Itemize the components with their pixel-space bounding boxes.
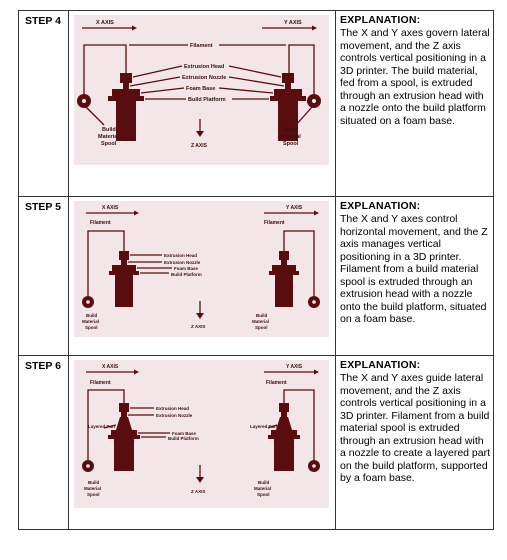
filament-label: Filament — [90, 220, 111, 226]
spool-label-line1: Build — [284, 127, 298, 133]
extrusion-nozzle-label: Extrusion Nozzle — [164, 260, 201, 265]
extrusion-nozzle-label: Extrusion Nozzle — [156, 413, 193, 418]
filament-label: Filament — [190, 43, 213, 49]
printer-diagram-step6: X AXIS Y AXIS Filament Filament — [74, 360, 329, 508]
x-axis-label: X AXIS — [96, 20, 114, 26]
x-axis-label: X AXIS — [102, 205, 119, 211]
spool-label-line2: Material — [98, 134, 119, 140]
layered-part-label: Layered Part — [250, 424, 278, 429]
filament-label: Filament — [266, 380, 287, 386]
spool-label-line1: Build — [256, 313, 267, 318]
step-row-4: STEP 4 X AXIS Y AXIS Filament — [18, 10, 494, 197]
steps-table: STEP 4 X AXIS Y AXIS Filament — [18, 10, 494, 530]
explanation-title: EXPLANATION: — [340, 200, 421, 212]
foam-base-label: Foam Base — [186, 86, 215, 92]
explanation-title: EXPLANATION: — [340, 359, 421, 371]
explanation-title: EXPLANATION: — [340, 14, 421, 26]
spool-label-line1: Build — [258, 480, 269, 485]
spool-label-line2: Material — [280, 134, 301, 140]
explanation-text: The X and Y axes govern lateral movement… — [340, 27, 490, 127]
x-axis-label: X AXIS — [102, 364, 119, 370]
spool-label-line2: Material — [252, 319, 269, 324]
extrusion-head-label: Extrusion Head — [164, 253, 197, 258]
y-axis-label: Y AXIS — [284, 20, 302, 26]
step-label: STEP 4 — [25, 15, 61, 27]
step-label: STEP 6 — [25, 360, 61, 372]
spool-label-line3: Spool — [101, 141, 117, 147]
build-platform-label: Build Platform — [168, 436, 199, 441]
explanation-text: The X and Y axes guide lateral movement,… — [340, 372, 491, 484]
build-platform-label: Build Platform — [188, 97, 226, 103]
extrusion-nozzle-label: Extrusion Nozzle — [182, 75, 226, 81]
spool-label-line3: Spool — [87, 492, 100, 497]
z-axis-label: Z AXIS — [191, 489, 205, 494]
printer-diagram-step4: X AXIS Y AXIS Filament — [74, 15, 329, 165]
extrusion-head-label: Extrusion Head — [156, 406, 189, 411]
filament-label: Filament — [90, 380, 111, 386]
spool-label-line3: Spool — [257, 492, 270, 497]
spool-label-line2: Material — [84, 486, 101, 491]
foam-base-label: Foam Base — [174, 266, 199, 271]
filament-label: Filament — [264, 220, 285, 226]
step-row-5: STEP 5 X AXIS Y AXIS Filament Filament — [18, 196, 494, 356]
extrusion-head-label: Extrusion Head — [184, 64, 224, 70]
spool-label-line1: Build — [102, 127, 116, 133]
z-axis-label: Z AXIS — [191, 143, 208, 149]
y-axis-label: Y AXIS — [286, 205, 303, 211]
spool-label-line2: Material — [82, 319, 99, 324]
step-label: STEP 5 — [25, 201, 61, 213]
explanation-text: The X and Y axes control horizontal move… — [340, 213, 488, 325]
foam-base-label: Foam Base — [172, 431, 197, 436]
layered-part-label: Layered Part — [88, 424, 116, 429]
z-axis-label: Z AXIS — [191, 324, 205, 329]
spool-label-line3: Spool — [283, 141, 299, 147]
build-platform-label: Build Platform — [171, 272, 202, 277]
spool-label-line1: Build — [86, 313, 97, 318]
spool-label-line2: Material — [254, 486, 271, 491]
printer-diagram-step5: X AXIS Y AXIS Filament Filament — [74, 201, 329, 337]
step-row-6: STEP 6 X AXIS Y AXIS Filament Filament — [18, 355, 494, 530]
y-axis-label: Y AXIS — [286, 364, 303, 370]
spool-label-line3: Spool — [85, 325, 98, 330]
spool-label-line3: Spool — [255, 325, 268, 330]
spool-label-line1: Build — [88, 480, 99, 485]
